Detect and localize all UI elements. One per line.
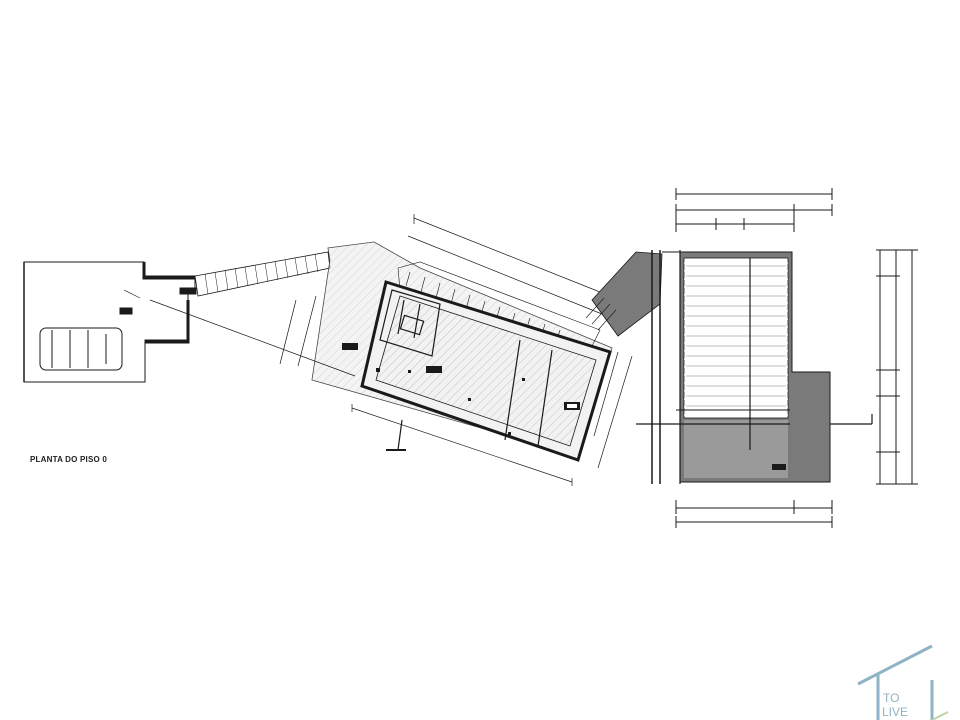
logo-text-to: TO	[883, 691, 900, 705]
entry-ramp	[194, 251, 331, 297]
plan-title: PLANTA DO PISO 0	[30, 455, 107, 464]
logo-text-live: LIVE	[882, 705, 909, 719]
roof-plan	[636, 188, 918, 528]
garage-area	[23, 261, 197, 383]
brand-logo: TO LIVE	[852, 640, 952, 720]
house-outline-icon	[857, 644, 949, 720]
main-house-plan	[149, 214, 663, 486]
car-icon	[39, 327, 123, 371]
